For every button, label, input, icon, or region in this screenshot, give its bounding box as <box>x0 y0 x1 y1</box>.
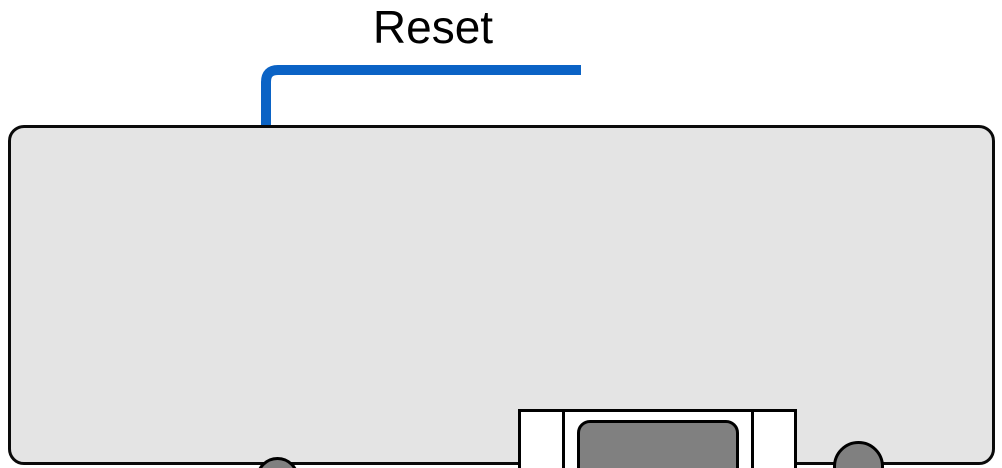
connector-assembly <box>518 409 797 468</box>
ohm-jack[interactable] <box>833 441 884 468</box>
connector-port[interactable] <box>577 420 739 468</box>
connector-divider-right <box>751 412 754 468</box>
callout-title: Reset <box>372 1 494 53</box>
reset-button[interactable] <box>256 457 299 468</box>
connector-divider-left <box>562 412 565 468</box>
device-front-panel: Reset Status Ω <box>8 125 995 468</box>
